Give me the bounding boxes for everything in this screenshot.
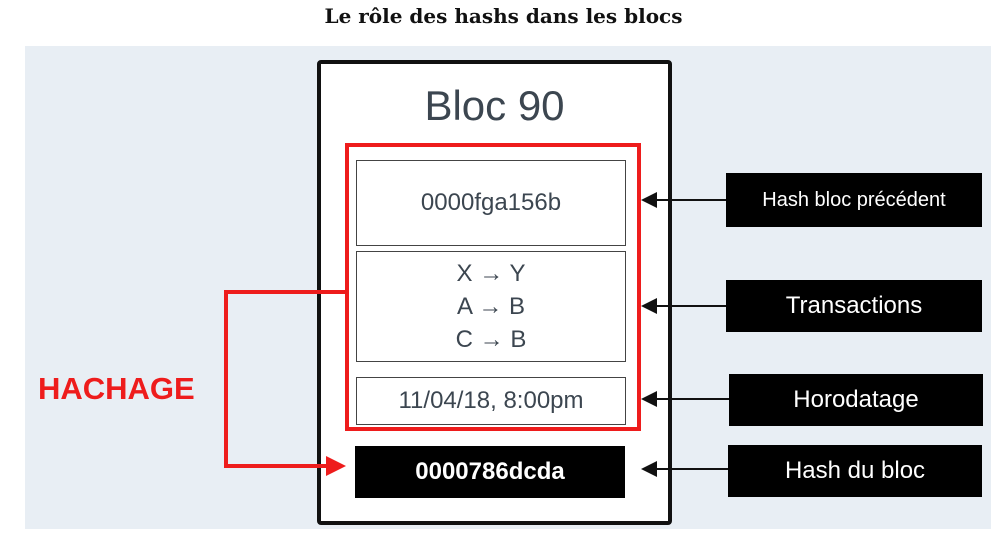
arrow-block-hash (641, 461, 728, 477)
label-transactions-text: Transactions (785, 292, 923, 319)
label-block-hash: Hash du bloc (728, 445, 982, 497)
arrow-transactions (641, 298, 726, 314)
label-previous-hash: Hash bloc précédent (726, 173, 982, 227)
arrow-timestamp (641, 391, 729, 407)
block-hash-box: 0000786dcda (355, 446, 625, 498)
transaction-item: C → B (455, 326, 527, 353)
hashing-label: HACHAGE (38, 371, 195, 406)
hashed-content-frame (345, 143, 641, 431)
hashing-arrow (224, 290, 346, 476)
label-block-hash-text: Hash du bloc (784, 457, 926, 484)
diagram-title: Le rôle des hashs dans les blocs (324, 4, 683, 28)
transaction-item: X → Y (456, 260, 526, 287)
block-hash-value: 0000786dcda (415, 458, 565, 485)
transactions-cell: X → Y A → B C → B (356, 251, 626, 362)
transaction-item: A → B (456, 293, 526, 320)
timestamp-cell: 11/04/18, 8:00pm (356, 377, 626, 425)
label-timestamp: Horodatage (729, 374, 983, 426)
arrow-previous-hash (641, 192, 726, 208)
block-title: Bloc 90 (424, 82, 565, 129)
label-transactions: Transactions (726, 280, 982, 332)
label-timestamp-text: Horodatage (793, 386, 919, 413)
timestamp-value: 11/04/18, 8:00pm (398, 387, 584, 414)
previous-hash-value: 0000fga156b (420, 189, 562, 216)
label-previous-hash-text: Hash bloc précédent (762, 188, 946, 211)
previous-hash-cell: 0000fga156b (356, 160, 626, 246)
